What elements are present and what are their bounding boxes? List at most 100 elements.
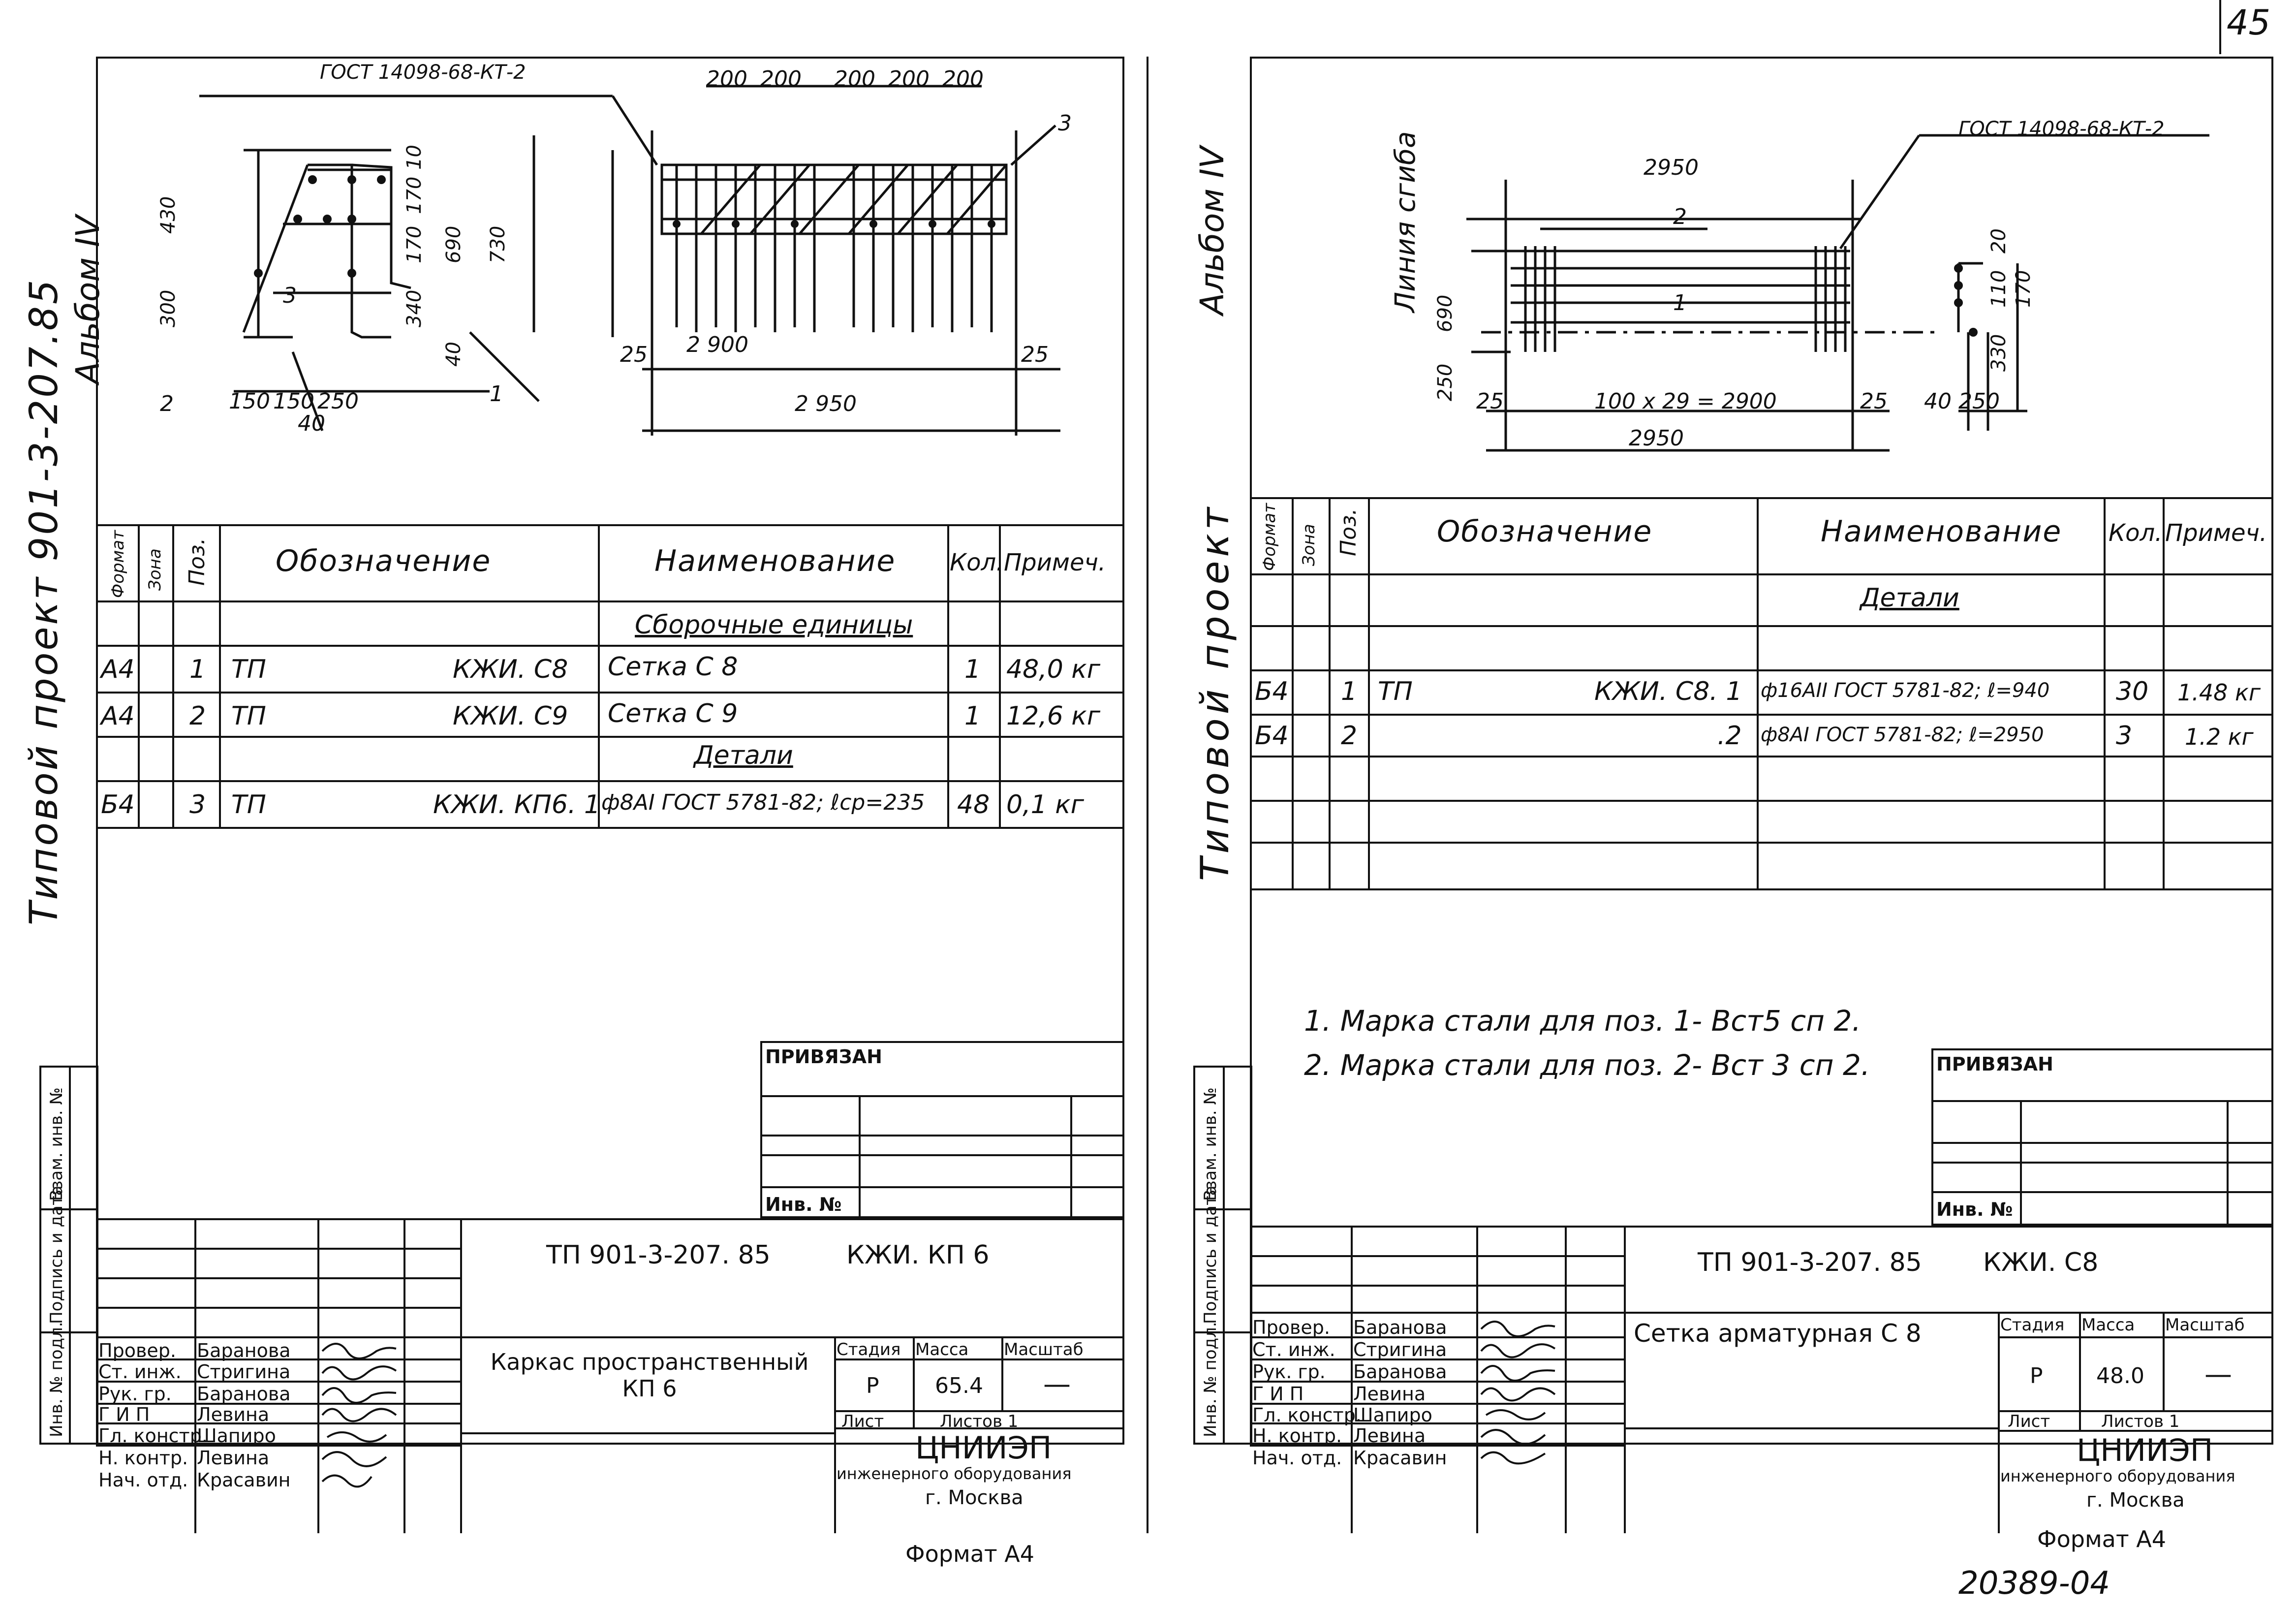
dim-730: 730 bbox=[487, 226, 509, 263]
right-role-2: Рук. гр. bbox=[1252, 1361, 1326, 1383]
left-org1: ЦНИИЭП bbox=[915, 1430, 1052, 1466]
left-name-6: Красавин bbox=[197, 1469, 291, 1491]
left-name-5: Левина bbox=[197, 1447, 270, 1469]
right-privyazan-block bbox=[1931, 1048, 2273, 1226]
section-details-right: Детали bbox=[1860, 583, 1959, 613]
rrow2-des2: .2 bbox=[1717, 721, 1742, 751]
rth-pos: Поз. bbox=[1336, 508, 1361, 556]
left-role-3: Г И П bbox=[98, 1404, 150, 1425]
rrow2-note: 1.2 кг bbox=[2185, 724, 2254, 750]
right-org2: инженерного оборудования bbox=[2000, 1467, 2235, 1485]
pos-2-label: 2 bbox=[160, 391, 174, 416]
left-stage: Р bbox=[866, 1373, 879, 1398]
rrow1-pos: 1 bbox=[1341, 677, 1358, 706]
th-designation: Обозначение bbox=[276, 544, 492, 578]
right-title: Сетка арматурная С 8 bbox=[1634, 1319, 1922, 1348]
left-sheet-label: Лист bbox=[841, 1412, 884, 1431]
pos-1-label-r: 1 bbox=[1673, 290, 1687, 316]
dim-2900: 2 900 bbox=[686, 332, 748, 357]
rrow2-qty: 3 bbox=[2116, 721, 2133, 751]
dim-330-r: 330 bbox=[1987, 334, 2010, 372]
right-name-5: Левина bbox=[1353, 1425, 1426, 1447]
row2-des1: ТП bbox=[231, 701, 266, 731]
left-org2: инженерного оборудования bbox=[837, 1464, 1072, 1483]
left-strip-vzam: Взам. инв. № bbox=[47, 1087, 66, 1201]
rrow2-name: ф8АI ГОСТ 5781-82; ℓ=2950 bbox=[1761, 724, 2044, 746]
rth-designation: Обозначение bbox=[1437, 514, 1653, 549]
left-privyazan: ПРИВЯЗАН bbox=[765, 1046, 882, 1068]
right-code: ТП 901-3-207. 85 bbox=[1698, 1248, 1922, 1277]
row3-note: 0,1 кг bbox=[1006, 790, 1084, 820]
right-role-6: Нач. отд. bbox=[1252, 1447, 1342, 1469]
right-role-4: Гл. констр. bbox=[1252, 1404, 1362, 1426]
left-name-0: Баранова bbox=[197, 1340, 291, 1361]
dim-25b: 25 bbox=[1021, 342, 1049, 367]
dim-430: 430 bbox=[157, 196, 180, 234]
right-org3: г. Москва bbox=[2086, 1489, 2185, 1512]
right-role-1: Ст. инж. bbox=[1252, 1339, 1335, 1360]
row3-des1: ТП bbox=[231, 790, 266, 820]
left-org3: г. Москва bbox=[925, 1486, 1024, 1509]
rrow1-des1: ТП bbox=[1378, 677, 1413, 706]
left-signatures bbox=[321, 1343, 397, 1488]
left-drawing: 200 200 200 200 200 2 900 2 950 25 25 15… bbox=[157, 61, 1072, 436]
dim-2950: 2 950 bbox=[795, 391, 857, 416]
dim-40v: 40 bbox=[442, 342, 465, 367]
dim-250-r: 250 bbox=[1958, 389, 2000, 414]
dim-40-r: 40 bbox=[1924, 389, 1952, 414]
fold-line-label: Линия сгиба bbox=[1390, 131, 1422, 314]
right-signatures bbox=[1480, 1321, 1556, 1465]
right-privyazan: ПРИВЯЗАН bbox=[1936, 1053, 2053, 1075]
dim-170-r: 170 bbox=[2012, 270, 2035, 308]
left-sheet-frame bbox=[96, 57, 1124, 1445]
left-role-6: Нач. отд. bbox=[98, 1469, 188, 1491]
right-strip-inv: Инв. № подл. bbox=[1201, 1322, 1220, 1437]
dim-2950-top: 2950 bbox=[1644, 155, 1699, 180]
row2-pos: 2 bbox=[189, 701, 206, 731]
dim-150a: 150 bbox=[229, 389, 270, 414]
right-side-project: Типовой проект bbox=[1193, 503, 1238, 881]
left-name-3: Левина bbox=[197, 1404, 270, 1425]
gost-callout-right: ГОСТ 14098-68-КТ-2 bbox=[1958, 118, 2165, 140]
dim-200b: 200 bbox=[760, 66, 802, 92]
rrow1-format: Б4 bbox=[1255, 677, 1289, 706]
right-scale: — bbox=[2204, 1358, 2232, 1390]
rth-note: Примеч. bbox=[2165, 519, 2267, 547]
pos-3-label-b: 3 bbox=[1058, 111, 1072, 136]
left-code: ТП 901-3-207. 85 bbox=[546, 1240, 771, 1270]
left-format: Формат А4 bbox=[905, 1541, 1034, 1567]
right-side-album: Альбом IV bbox=[1193, 146, 1231, 315]
row2-note: 12,6 кг bbox=[1006, 701, 1101, 731]
right-role-3: Г И П bbox=[1252, 1383, 1304, 1405]
th-pos: Поз. bbox=[185, 537, 210, 586]
right-name-6: Красавин bbox=[1353, 1447, 1447, 1469]
pos-3-label-a: 3 bbox=[283, 283, 297, 308]
row1-des2: КЖИ. С8 bbox=[453, 655, 568, 684]
left-name-2: Баранова bbox=[197, 1383, 291, 1405]
row1-format: А4 bbox=[101, 655, 135, 684]
dim-690: 690 bbox=[442, 226, 465, 263]
row2-qty: 1 bbox=[964, 701, 981, 731]
row3-des2: КЖИ. КП6. 1 bbox=[433, 790, 601, 820]
dim-100x29: 100 х 29 = 2900 bbox=[1594, 389, 1777, 414]
left-scale: — bbox=[1043, 1368, 1071, 1400]
left-strip-podpis: Подпись и дата bbox=[47, 1185, 66, 1324]
page-number-rule bbox=[2219, 0, 2221, 54]
right-org1: ЦНИИЭП bbox=[2077, 1432, 2213, 1468]
dim-690-r: 690 bbox=[1434, 295, 1457, 332]
dim-250: 250 bbox=[317, 389, 359, 414]
row1-pos: 1 bbox=[189, 655, 206, 684]
row2-des2: КЖИ. С9 bbox=[453, 701, 568, 731]
rrow1-name: ф16АII ГОСТ 5781-82; ℓ=940 bbox=[1761, 679, 2050, 702]
section-assembly: Сборочные единицы bbox=[635, 610, 913, 640]
row1-qty: 1 bbox=[964, 655, 981, 684]
row3-qty: 48 bbox=[957, 790, 990, 820]
pos-2-label-r: 2 bbox=[1673, 204, 1687, 229]
right-mass: 48.0 bbox=[2096, 1363, 2144, 1389]
right-role-5: Н. контр. bbox=[1252, 1425, 1342, 1447]
rrow1-qty: 30 bbox=[2116, 677, 2149, 706]
rth-qty: Кол. bbox=[2109, 519, 2163, 547]
right-name-2: Баранова bbox=[1353, 1361, 1447, 1383]
dim-40h: 40 bbox=[298, 411, 325, 436]
dim-200c: 200 bbox=[834, 66, 875, 92]
